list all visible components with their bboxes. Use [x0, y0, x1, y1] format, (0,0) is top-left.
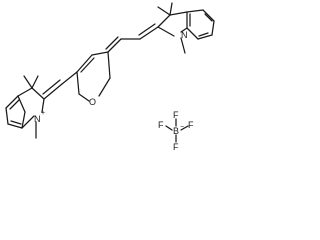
oxygen-atom-label: O [89, 97, 96, 107]
dihydropyran-ring [76, 51, 111, 102]
indolium-unit-bottom [5, 75, 45, 139]
polymethine-bridge-bottom [42, 71, 78, 100]
fluorine-atom-label-left: F [158, 120, 164, 130]
tetrafluoroborate-counterion: B − F F F F [158, 110, 194, 152]
indolium-nitrogen-label: N [34, 114, 41, 124]
boron-atom-label: B [173, 126, 179, 136]
fluorine-atom-label-top: F [173, 110, 179, 120]
fluorine-atom-label-bottom: F [173, 142, 179, 152]
chemical-structure-diagram: O N + N B − F F F F [5, 2, 215, 152]
fluorine-atom-label-right: F [188, 120, 194, 130]
boron-negative-charge: − [180, 124, 184, 131]
indoline-unit-top [157, 2, 215, 54]
indolium-positive-charge: + [41, 110, 45, 117]
indoline-nitrogen-label: N [181, 30, 188, 40]
polymethine-bridge-top [105, 23, 159, 53]
